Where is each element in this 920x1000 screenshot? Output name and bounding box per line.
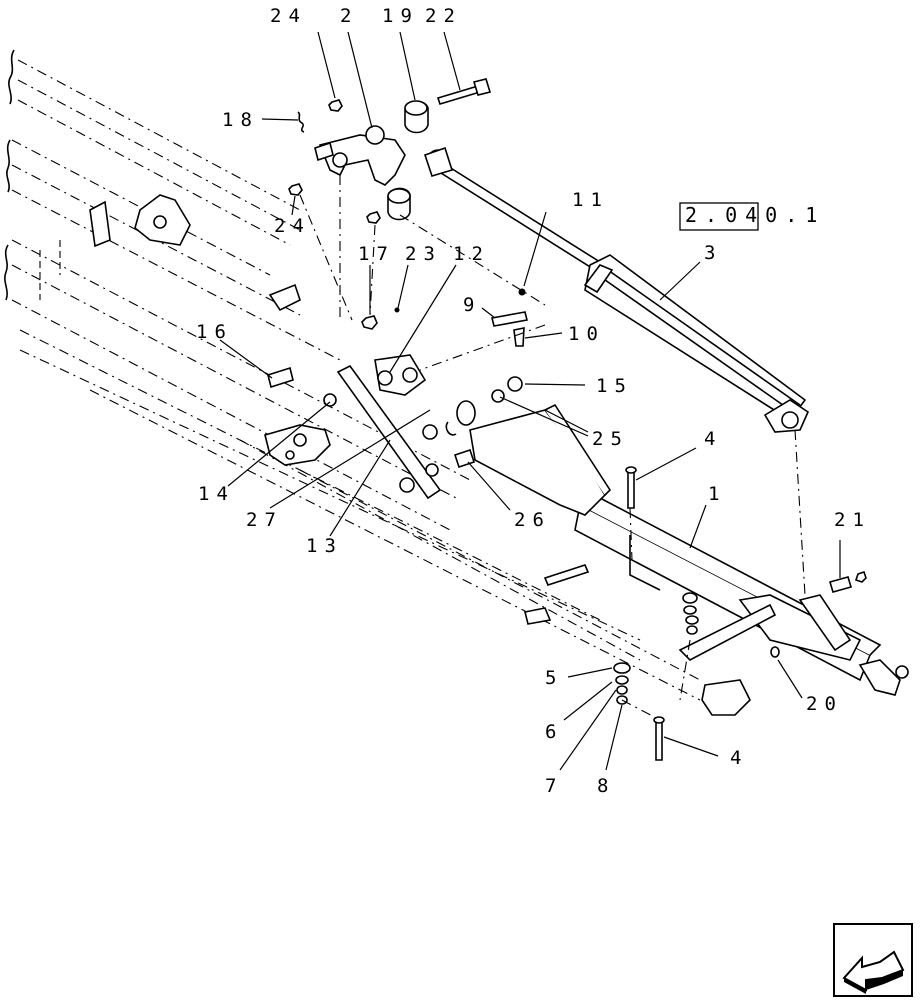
leader-lines (219, 31, 841, 771)
label-16: 16 (196, 321, 233, 343)
hydraulic-cylinder (423, 146, 810, 433)
main-beam (524, 497, 909, 716)
frame-hidden-lines (11, 59, 701, 701)
top-bracket-assembly (288, 78, 492, 224)
callout-labels: 24 2 19 22 18 24 11 17 23 12 3 9 10 16 1… (196, 5, 871, 797)
label-17: 17 (358, 243, 395, 265)
label-27: 27 (246, 509, 283, 531)
label-18: 18 (222, 109, 259, 131)
label-4-lower: 4 (730, 747, 748, 769)
label-4: 4 (704, 428, 722, 450)
label-12: 12 (453, 243, 490, 265)
label-25: 25 (592, 428, 629, 450)
label-21: 21 (834, 509, 871, 531)
label-13: 13 (306, 535, 343, 557)
label-19: 19 (382, 5, 419, 27)
arrow-back-icon[interactable] (833, 923, 913, 997)
bottom-hardware (613, 466, 867, 761)
small-pins (361, 288, 528, 347)
label-9: 9 (463, 294, 481, 316)
label-11: 11 (572, 189, 609, 211)
label-6: 6 (545, 721, 563, 743)
label-8: 8 (597, 775, 615, 797)
label-22: 22 (425, 5, 462, 27)
label-26: 26 (514, 509, 551, 531)
label-23: 23 (405, 243, 442, 265)
label-20: 20 (806, 693, 843, 715)
label-24: 24 (270, 5, 307, 27)
label-14: 14 (198, 483, 235, 505)
label-24-lower: 24 (274, 215, 311, 237)
frame-break-marks (4, 49, 15, 301)
label-5: 5 (545, 667, 563, 689)
reference-box: 2.040.1 (679, 202, 825, 231)
alignment-lines (299, 175, 806, 721)
label-10: 10 (568, 323, 605, 345)
label-2: 2 (340, 5, 358, 27)
label-1: 1 (708, 483, 726, 505)
link-assembly (267, 354, 612, 516)
left-brackets (89, 194, 331, 466)
label-3: 3 (704, 242, 722, 264)
label-7: 7 (545, 775, 563, 797)
label-15: 15 (596, 375, 633, 397)
reference-number: 2.040.1 (685, 203, 825, 227)
